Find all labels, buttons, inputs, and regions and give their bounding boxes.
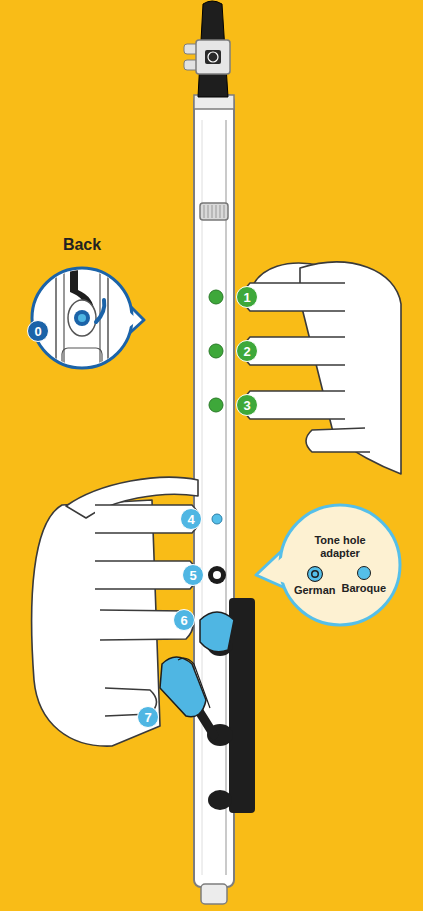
adapter-option: Baroque bbox=[341, 566, 386, 595]
thumb-rest-ring bbox=[200, 203, 228, 220]
back-hole-ring bbox=[68, 300, 96, 336]
knurling bbox=[204, 205, 224, 218]
ligature bbox=[196, 40, 230, 74]
tone-hole-adapter bbox=[213, 571, 221, 579]
knurl-stroke bbox=[212, 205, 213, 218]
tone-hole bbox=[212, 514, 222, 524]
knurl-stroke bbox=[224, 205, 225, 218]
callout-outline bbox=[22, 236, 146, 372]
adapter-option: German bbox=[294, 566, 336, 597]
tone-hole-adapter bbox=[208, 566, 226, 584]
tube-rail bbox=[202, 120, 203, 875]
tone-hole bbox=[209, 398, 223, 412]
thumb-hole bbox=[74, 310, 90, 326]
callout-number: 1 bbox=[236, 286, 258, 308]
callout-pointer-join bbox=[116, 300, 138, 336]
callout-pointer-join bbox=[262, 547, 296, 587]
baroque-adapter-icon bbox=[357, 566, 371, 580]
instrument-tube bbox=[194, 95, 234, 887]
adapter-content: Tone hole adapterGerman Baroque bbox=[280, 505, 400, 625]
callout-circle bbox=[280, 505, 400, 625]
bottom-cap bbox=[201, 884, 227, 904]
right-hand bbox=[32, 477, 199, 746]
option-label: Baroque bbox=[341, 582, 386, 595]
knurl-stroke bbox=[208, 205, 209, 218]
tone-hole bbox=[209, 344, 223, 358]
callout-number: 0 bbox=[27, 320, 49, 342]
knurl-stroke bbox=[216, 205, 217, 218]
back-pointer-arrow bbox=[96, 300, 104, 322]
logo bbox=[205, 50, 221, 64]
adapter-options: German Baroque bbox=[294, 566, 386, 597]
tone-hole bbox=[209, 290, 223, 304]
key-7 bbox=[160, 657, 206, 717]
view-heading: Back bbox=[22, 236, 142, 254]
option-label: German bbox=[294, 584, 336, 597]
key-guard bbox=[229, 598, 255, 813]
callout-number: 2 bbox=[236, 340, 258, 362]
key-7 bbox=[178, 658, 210, 708]
knurl-stroke bbox=[204, 205, 205, 218]
german-adapter-icon bbox=[307, 566, 323, 582]
left-hand bbox=[243, 262, 401, 474]
knurl-stroke bbox=[220, 205, 221, 218]
callout-number: 6 bbox=[173, 609, 195, 631]
back-view bbox=[56, 258, 108, 372]
logo bbox=[208, 52, 218, 62]
tube-rail bbox=[225, 120, 227, 875]
back-lower bbox=[62, 348, 102, 372]
back-tube bbox=[56, 258, 108, 372]
callout-number: 3 bbox=[236, 394, 258, 416]
back-rail bbox=[63, 258, 64, 372]
callout-number: 5 bbox=[182, 564, 204, 586]
adapter-heading: Tone hole adapter bbox=[304, 534, 376, 560]
key-6 bbox=[200, 612, 234, 652]
thumb-hole-inner bbox=[78, 314, 86, 322]
callout-number: 4 bbox=[180, 508, 202, 530]
back-view-callout: Back bbox=[22, 236, 146, 372]
key-pad bbox=[208, 790, 232, 810]
callout-outline bbox=[252, 500, 412, 630]
adapter-callout: Tone hole adapterGerman Baroque bbox=[252, 500, 412, 630]
callout-number: 7 bbox=[137, 706, 159, 728]
